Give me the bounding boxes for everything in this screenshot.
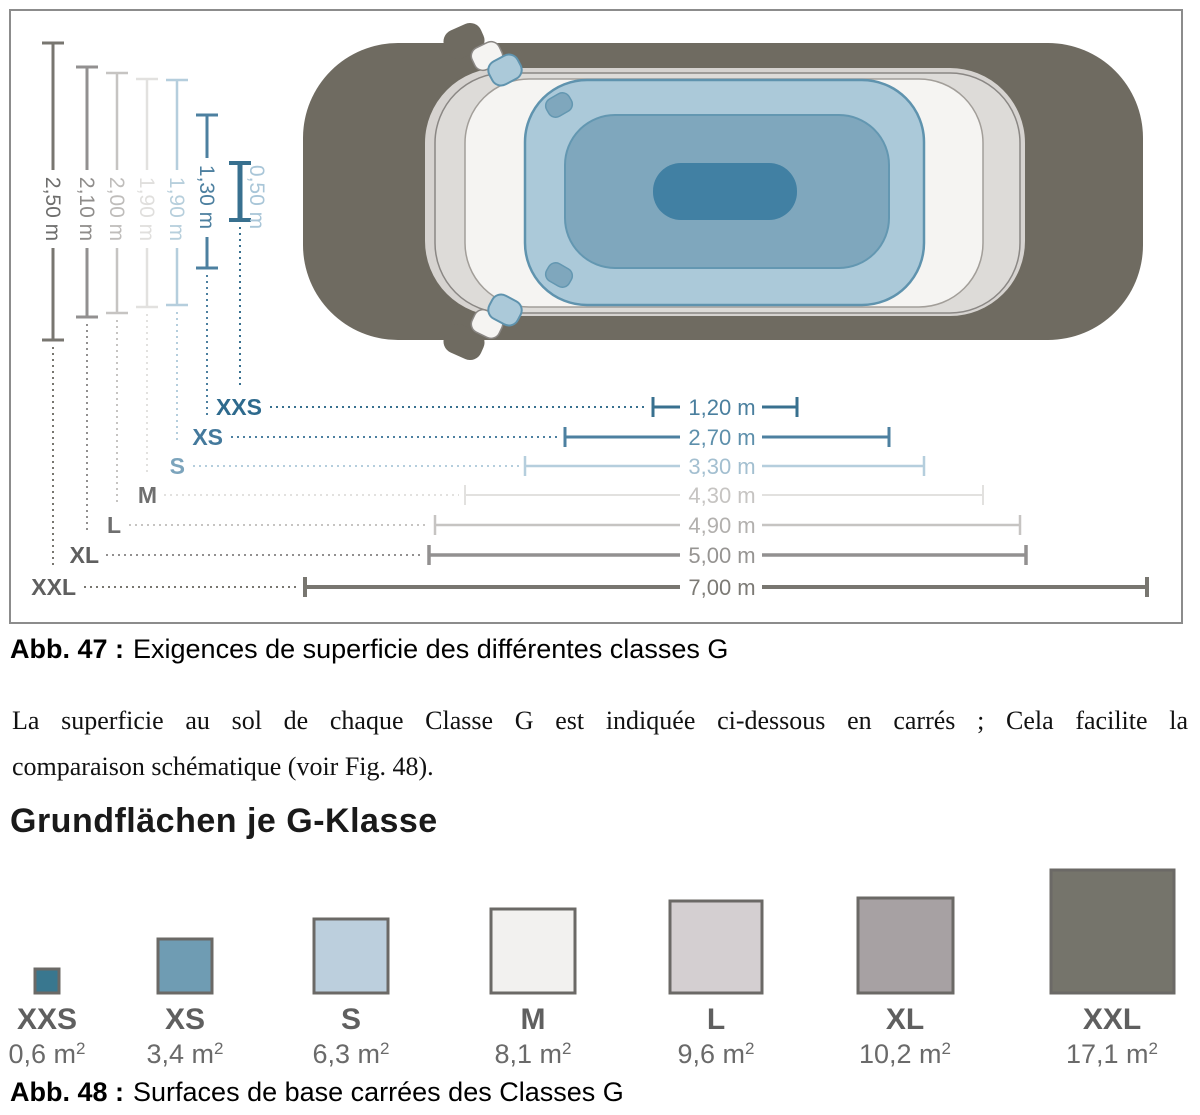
area-value-xxs: 0,6 m2 [9,1039,86,1069]
area-square-s [312,917,390,995]
length-row-xxl: XXL 7,00 m [31,574,1149,600]
area-square-column-xxl: XXL 17,1 m2 [1049,868,1176,1069]
length-row-m: M 4,30 m [138,482,984,508]
area-square-column-s: S 6,3 m2 [312,917,390,1069]
width-dim-xl: 2,10 m [75,65,98,533]
width-dim-xxs: 0,50 m [229,161,268,385]
car-mirror-s-bottom [487,293,523,327]
area-label-l: L [707,1003,725,1036]
area-label-s: S [341,1003,361,1036]
width-label-l: 2,00 m [105,177,128,241]
area-square-xxs [33,967,61,995]
width-label-xxl: 2,50 m [41,177,64,241]
width-label-m: 1,90 m [135,177,158,241]
size-label-xxs: XXS [216,394,262,420]
length-value-xxs: 1,20 m [688,395,755,420]
paragraph-line-1: La superficie au sol de chaque Classe G … [12,706,1188,735]
area-square-xxl [1049,868,1176,995]
area-square-column-xxs: XXS 0,6 m2 [9,967,86,1069]
area-label-xs: XS [165,1003,205,1036]
length-row-xl: XL 5,00 m [70,542,1028,568]
figure-47-diagram: 2,50 m 2,10 m 2,00 m 1,90 m [9,9,1183,624]
area-label-xxs: XXS [17,1003,77,1036]
area-label-xl: XL [886,1003,924,1036]
area-value-m: 8,1 m2 [495,1039,572,1069]
car-mirror-s-top [487,53,523,87]
figure-48-caption: Abb. 48 : Surfaces de base carrées des Cl… [10,1077,1190,1108]
area-value-xl: 10,2 m2 [859,1039,951,1069]
length-value-xxl: 7,00 m [688,575,755,600]
car-shape-xxs [653,163,797,220]
width-dim-xxl: 2,50 m [41,41,64,565]
length-value-m: 4,30 m [688,483,755,508]
width-label-xs: 1,30 m [195,165,218,229]
area-label-xxl: XXL [1083,1003,1141,1036]
figure-48-diagram: XXS 0,6 m2 XS 3,4 m2 S 6,3 m2 M 8,1 m2 L… [9,868,1176,1069]
width-dim-m: 1,90 m [135,77,158,473]
width-dim-l: 2,00 m [105,71,128,503]
size-label-s: S [170,453,185,479]
section-heading: Grundflächen je G-Klasse [10,802,438,840]
area-square-column-m: M 8,1 m2 [489,907,577,1069]
area-square-column-xl: XL 10,2 m2 [856,896,955,1069]
length-row-xs: XS 2,70 m [192,424,891,450]
width-label-xl: 2,10 m [75,177,98,241]
size-label-xs: XS [192,424,223,450]
body-paragraph: La superficie au sol de chaque Classe G … [12,698,1188,790]
area-square-xl [856,896,955,995]
size-label-m: M [138,482,157,508]
length-row-xxs: XXS 1,20 m [216,394,799,420]
area-square-column-xs: XS 3,4 m2 [147,937,224,1069]
figure-48-caption-number: Abb. 48 : [10,1077,125,1107]
width-dim-xs: 1,30 m [195,113,218,415]
width-label-s: 1,90 m [165,177,188,241]
area-square-m [489,907,577,995]
area-value-s: 6,3 m2 [313,1039,390,1069]
width-label-xxs: 0,50 m [245,165,268,229]
length-row-s: S 3,30 m [170,453,926,479]
figure-47-caption-number: Abb. 47 : [10,634,125,664]
width-dim-s: 1,90 m [165,78,188,444]
length-value-s: 3,30 m [688,454,755,479]
figure-48-caption-text: Surfaces de base carrées des Classes G [133,1077,624,1107]
area-value-xs: 3,4 m2 [147,1039,224,1069]
car-mirror-xs-bottom [544,262,574,288]
car-mirror-xxl-bottom [443,324,485,360]
car-top-view [303,23,1143,360]
area-value-l: 9,6 m2 [678,1039,755,1069]
area-square-column-l: L 9,6 m2 [668,899,764,1069]
area-square-l [668,899,764,995]
length-row-l: L 4,90 m [107,512,1022,538]
length-value-xl: 5,00 m [688,543,755,568]
size-label-xl: XL [70,542,99,568]
area-label-m: M [521,1003,546,1036]
area-value-xxl: 17,1 m2 [1066,1039,1158,1069]
figure-47-caption-text: Exigences de superficie des différentes … [133,634,729,664]
size-label-l: L [107,512,121,538]
length-value-l: 4,90 m [688,513,755,538]
size-label-xxl: XXL [31,574,76,600]
paragraph-line-2: comparaison schématique (voir Fig. 48). [12,752,434,781]
area-square-xs [156,937,214,995]
length-value-xs: 2,70 m [688,425,755,450]
car-mirror-xs-top [544,92,574,118]
figure-47-caption: Abb. 47 : Exigences de superficie des dif… [10,634,1190,665]
